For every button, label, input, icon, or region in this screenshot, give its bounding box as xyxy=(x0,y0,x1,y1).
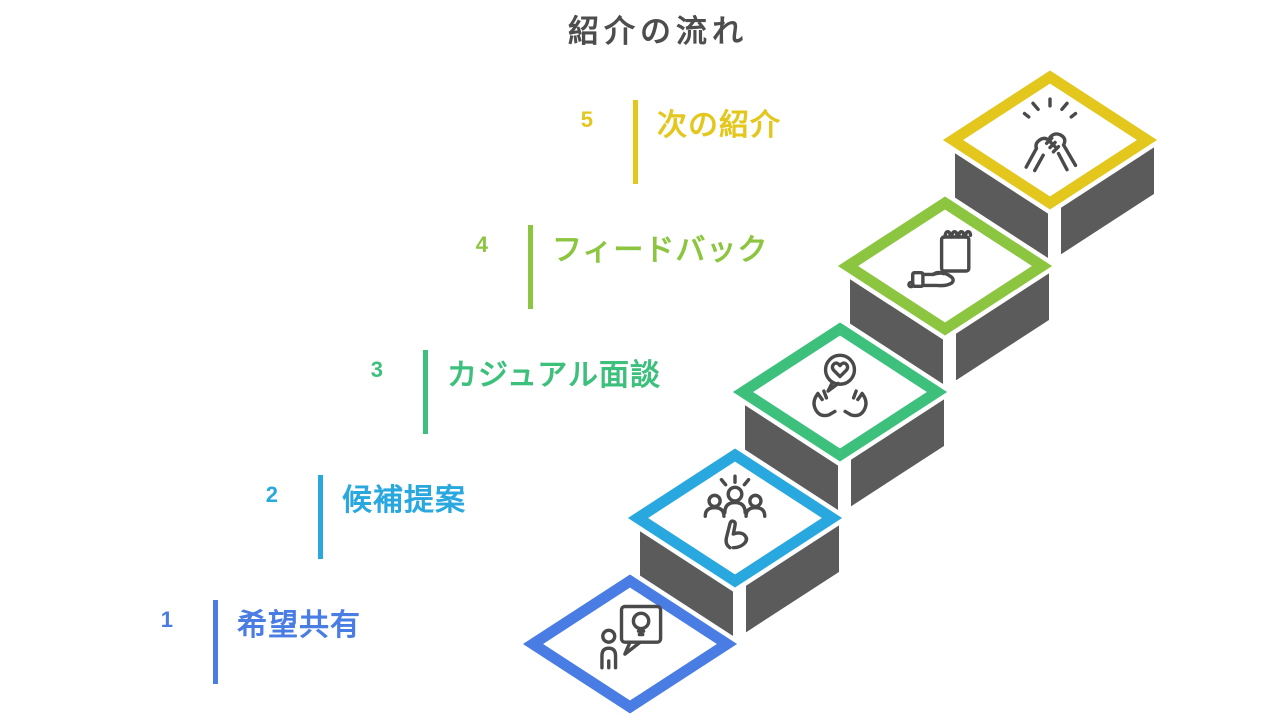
step-label: フィードバック xyxy=(552,234,769,267)
step-divider-bar xyxy=(423,350,428,434)
tread-step-2 xyxy=(627,448,843,588)
stair-treads xyxy=(514,65,1166,719)
step-label: 希望共有 xyxy=(237,609,361,642)
step-number: 1 xyxy=(160,607,173,632)
page-title: 紹介の流れ xyxy=(568,14,748,49)
step-number: 3 xyxy=(370,357,383,382)
step-divider-bar xyxy=(213,600,218,684)
step-divider-bar xyxy=(633,100,638,184)
step-number: 5 xyxy=(580,107,593,132)
step-divider-bar xyxy=(318,475,323,559)
step-divider-bar xyxy=(528,225,533,309)
step-number: 4 xyxy=(475,232,488,257)
step-label: 次の紹介 xyxy=(657,109,781,142)
tread-step-4 xyxy=(837,196,1053,336)
tread-step-3 xyxy=(732,322,948,462)
step-number: 2 xyxy=(265,482,278,507)
step-label: カジュアル面談 xyxy=(447,359,661,392)
step-label: 候補提案 xyxy=(342,484,466,517)
